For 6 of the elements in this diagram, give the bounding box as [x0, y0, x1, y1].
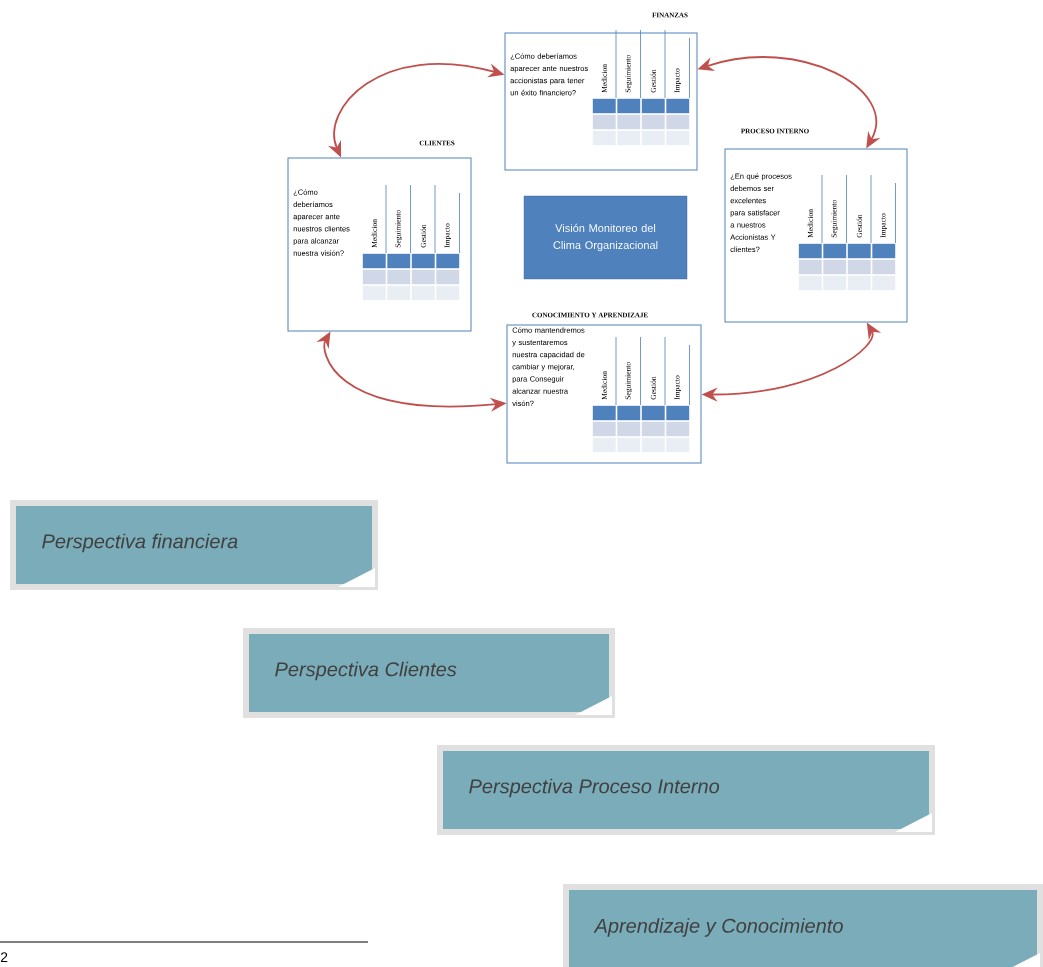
- banner: Perspectiva financiera: [10, 500, 378, 590]
- vision-box: Visión Monitoreo del Clima Organizacional: [523, 195, 688, 280]
- banner: Aprendizaje y Conocimiento: [563, 884, 1043, 967]
- banner: Perspectiva Proceso Interno: [437, 745, 935, 835]
- banner: Perspectiva Clientes: [243, 628, 615, 718]
- footnote-number: 2: [0, 952, 8, 962]
